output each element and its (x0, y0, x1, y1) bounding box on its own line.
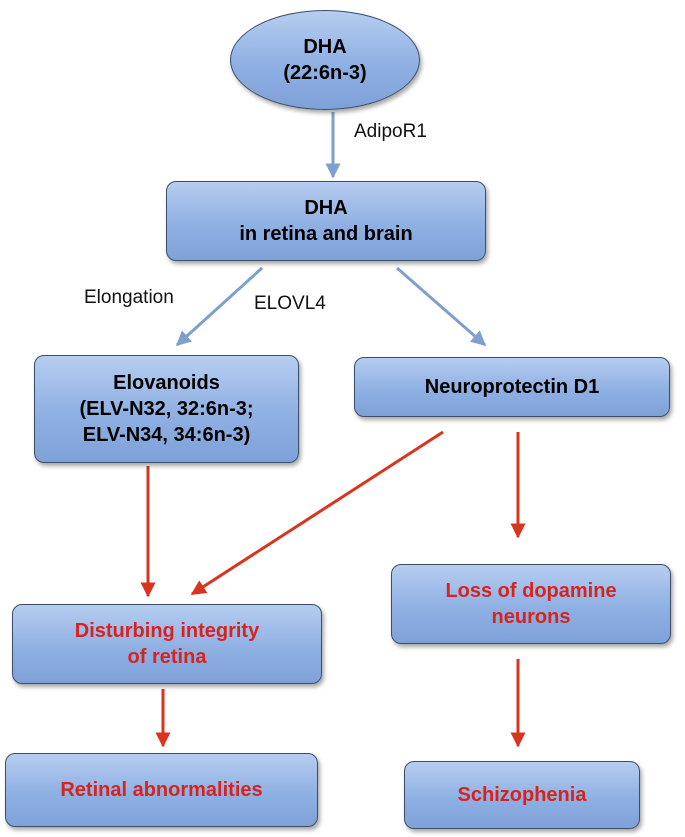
arrow-retina-brain-to-elovanoids (175, 266, 264, 347)
node-retinal-abnormalities: Retinal abnormalities (5, 753, 318, 827)
node-retina-integrity: Disturbing integrity of retina (12, 604, 322, 684)
node-retina-integrity-line-2: of retina (127, 646, 207, 668)
node-dha-retina-brain: DHA in retina and brain (166, 181, 486, 261)
node-retinal-abnormalities-line-1: Retinal abnormalities (60, 779, 263, 801)
arrow-npd1-to-retina-integrity (190, 430, 444, 596)
node-elovanoids-line-3: ELV-N34, 34:6n-3) (82, 424, 251, 446)
node-dopamine-loss-line-1: Loss of dopamine (445, 580, 617, 602)
node-dha-retina-brain-line-2: in retina and brain (239, 223, 413, 245)
node-dha-line-1: DHA (303, 36, 347, 58)
node-npd1-line-1: Neuroprotectin D1 (424, 376, 600, 398)
node-dha: DHA (22:6n-3) (230, 10, 420, 110)
node-elovanoids: Elovanoids (ELV-N32, 32:6n-3; ELV-N34, 3… (34, 355, 299, 463)
node-schizophenia: Schizophenia (404, 761, 640, 829)
node-schizophenia-line-1: Schizophenia (457, 784, 587, 806)
edge-label-adipor1: AdipoR1 (354, 121, 427, 142)
node-elovanoids-line-2: (ELV-N32, 32:6n-3; (79, 398, 254, 420)
node-npd1: Neuroprotectin D1 (354, 357, 670, 417)
arrow-retina-brain-to-npd1 (396, 266, 487, 347)
edge-label-elovl4: ELOVL4 (254, 293, 326, 314)
node-retina-integrity-line-1: Disturbing integrity (74, 620, 260, 642)
node-elovanoids-line-1: Elovanoids (113, 372, 220, 394)
node-dha-line-2: (22:6n-3) (283, 62, 367, 84)
node-dha-retina-brain-line-1: DHA (304, 197, 348, 219)
node-dopamine-loss: Loss of dopamine neurons (391, 564, 671, 644)
edge-label-elongation: Elongation (84, 287, 174, 308)
node-dopamine-loss-line-2: neurons (491, 606, 571, 628)
